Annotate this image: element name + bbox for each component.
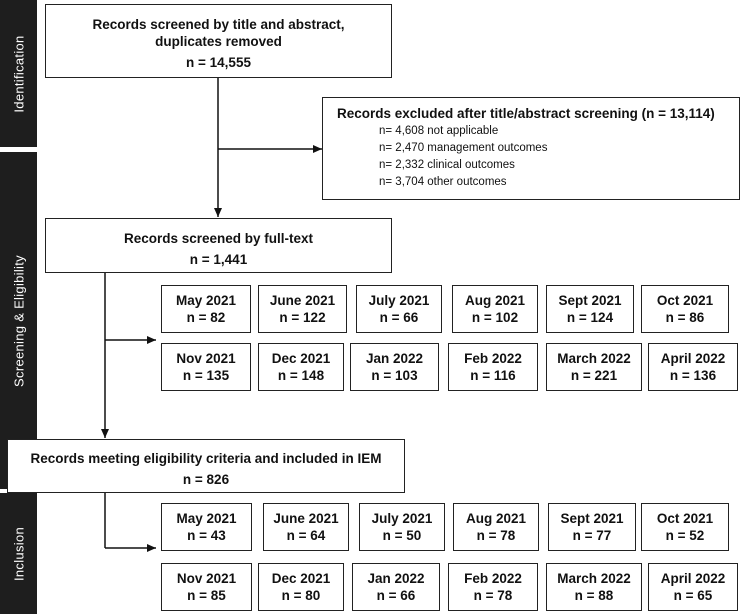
included-month-box: Aug 2021 n = 78 — [453, 503, 539, 551]
month-label: Nov 2021 — [176, 351, 236, 366]
eligible-box: Records meeting eligibility criteria and… — [7, 439, 405, 493]
month-label: May 2021 — [175, 293, 237, 308]
month-label: March 2022 — [557, 571, 631, 586]
fulltext-month-box: July 2021 n = 66 — [356, 285, 442, 333]
included-month-box: Feb 2022 n = 78 — [448, 563, 538, 611]
month-count: n = 78 — [473, 588, 513, 603]
month-count: n = 88 — [574, 588, 614, 603]
records-screened-box: Records screened by title and abstract, … — [45, 4, 392, 78]
records-screened-line1: Records screened by title and abstract, — [92, 17, 345, 32]
month-label: Feb 2022 — [464, 351, 522, 366]
month-label: Aug 2021 — [465, 511, 527, 526]
records-screened-count: n = 14,555 — [186, 55, 251, 70]
month-label: Oct 2021 — [656, 293, 714, 308]
stage-bar-inclusion: Inclusion — [0, 493, 37, 614]
excluded-records-box: Records excluded after title/abstract sc… — [322, 97, 740, 200]
included-month-box: Jan 2022 n = 66 — [352, 563, 440, 611]
month-count: n = 78 — [476, 528, 516, 543]
month-count: n = 82 — [186, 310, 226, 325]
stage-bar-screening: Screening & Eligibility — [0, 152, 37, 489]
month-label: Oct 2021 — [656, 511, 714, 526]
month-label: Dec 2021 — [271, 351, 331, 366]
month-label: Feb 2022 — [464, 571, 522, 586]
fulltext-month-box: June 2021 n = 122 — [258, 285, 347, 333]
fulltext-month-box: May 2021 n = 82 — [161, 285, 251, 333]
month-count: n = 50 — [382, 528, 422, 543]
month-label: April 2022 — [660, 351, 726, 366]
month-count: n = 124 — [566, 310, 614, 325]
fulltext-month-box: Feb 2022 n = 116 — [448, 343, 538, 391]
eligible-title: Records meeting eligibility criteria and… — [30, 451, 382, 466]
month-label: Aug 2021 — [464, 293, 526, 308]
month-count: n = 102 — [471, 310, 519, 325]
included-month-box: Dec 2021 n = 80 — [258, 563, 344, 611]
included-month-box: Oct 2021 n = 52 — [641, 503, 729, 551]
fulltext-month-box: Nov 2021 n = 135 — [161, 343, 251, 391]
excluded-item: n= 4,608 not applicable — [379, 125, 499, 137]
month-count: n = 116 — [470, 368, 516, 383]
included-month-box: Sept 2021 n = 77 — [548, 503, 636, 551]
fulltext-month-box: Aug 2021 n = 102 — [452, 285, 538, 333]
month-count: n = 148 — [277, 368, 325, 383]
fulltext-month-box: April 2022 n = 136 — [648, 343, 738, 391]
month-count: n = 85 — [187, 588, 226, 603]
fulltext-month-box: Jan 2022 n = 103 — [350, 343, 439, 391]
fulltext-month-box: Dec 2021 n = 148 — [258, 343, 344, 391]
month-count: n = 52 — [665, 528, 705, 543]
included-month-box: June 2021 n = 64 — [263, 503, 349, 551]
excluded-item: n= 2,470 management outcomes — [379, 142, 548, 154]
stage-bar-identification: Identification — [0, 0, 37, 147]
month-count: n = 86 — [665, 310, 705, 325]
excluded-item: n= 2,332 clinical outcomes — [379, 159, 515, 171]
fulltext-count: n = 1,441 — [189, 252, 248, 267]
month-label: Sept 2021 — [558, 293, 622, 308]
month-count: n = 77 — [572, 528, 612, 543]
month-label: July 2021 — [368, 293, 430, 308]
month-label: Sept 2021 — [560, 511, 624, 526]
month-count: n = 43 — [187, 528, 226, 543]
included-month-box: May 2021 n = 43 — [161, 503, 252, 551]
fulltext-box: Records screened by full-text n = 1,441 — [45, 218, 392, 273]
month-label: July 2021 — [371, 511, 433, 526]
fulltext-month-box: Oct 2021 n = 86 — [641, 285, 729, 333]
month-label: March 2022 — [557, 351, 631, 366]
month-label: June 2021 — [269, 293, 336, 308]
month-label: Nov 2021 — [176, 571, 237, 586]
month-count: n = 80 — [281, 588, 321, 603]
month-label: May 2021 — [176, 511, 237, 526]
excluded-item: n= 3,704 other outcomes — [379, 176, 507, 188]
excluded-title: Records excluded after title/abstract sc… — [337, 106, 715, 121]
month-count: n = 122 — [279, 310, 326, 325]
month-label: June 2021 — [273, 511, 339, 526]
month-label: Dec 2021 — [271, 571, 331, 586]
month-label: April 2022 — [660, 571, 726, 586]
included-month-box: Nov 2021 n = 85 — [161, 563, 252, 611]
month-count: n = 103 — [371, 368, 418, 383]
eligible-count: n = 826 — [182, 472, 230, 487]
records-screened-line2: duplicates removed — [155, 34, 282, 49]
included-month-box: March 2022 n = 88 — [546, 563, 642, 611]
month-label: Jan 2022 — [367, 571, 425, 586]
fulltext-month-box: Sept 2021 n = 124 — [546, 285, 634, 333]
included-month-box: April 2022 n = 65 — [648, 563, 738, 611]
fulltext-title: Records screened by full-text — [123, 231, 314, 246]
month-count: n = 66 — [379, 310, 419, 325]
fulltext-month-box: March 2022 n = 221 — [546, 343, 642, 391]
month-count: n = 64 — [286, 528, 326, 543]
month-count: n = 66 — [376, 588, 416, 603]
month-count: n = 221 — [570, 368, 618, 383]
month-count: n = 135 — [182, 368, 230, 383]
month-label: Jan 2022 — [365, 351, 424, 366]
month-count: n = 65 — [673, 588, 713, 603]
month-count: n = 136 — [669, 368, 717, 383]
included-month-box: July 2021 n = 50 — [359, 503, 445, 551]
